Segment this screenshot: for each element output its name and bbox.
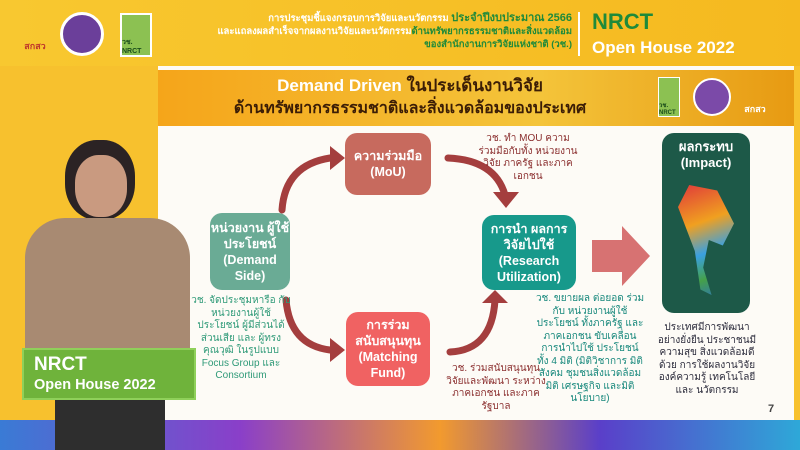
presenter-face — [75, 155, 127, 217]
lower-third-banner: NRCT Open House 2022 — [22, 348, 196, 400]
arrowhead — [482, 290, 508, 303]
matching-fund-label: การร่วม สนับสนุนทุน (Matching Fund) — [355, 318, 421, 380]
header-divider — [578, 12, 580, 56]
slide-title: Demand Driven ในประเด็นงานวิจัย ด้านทรัพ… — [200, 74, 620, 120]
arrow-demand-to-matching — [282, 296, 334, 354]
event-brand: NRCT Open House 2022 — [592, 10, 735, 60]
header-line2: และแถลงผลสำเร็จจากผลงานวิจัยและนวัตกรรม — [217, 26, 412, 37]
nrct-logo: วช. NRCT — [120, 13, 152, 57]
slide-header — [158, 70, 794, 126]
slide-tsri-logo-text: สกสว — [744, 104, 766, 114]
slide-tsri-logo: สกสว — [740, 78, 770, 116]
event-subtitle: Open House 2022 — [592, 38, 735, 57]
impact-note: ประเทศมีการพัฒนา อย่างยั่งยืน ประชาชนมีค… — [657, 322, 757, 396]
presenter — [20, 140, 200, 450]
tsri-logo-text: สกสว — [24, 41, 46, 51]
arrow-mou-to-utilization — [444, 154, 509, 199]
utilization-note: วช. ขยายผล ต่อยอด ร่วมกับ หน่วยงานผู้ใช้… — [535, 293, 645, 404]
slide-page-number: 7 — [768, 403, 775, 415]
slide-title-en: Demand Driven — [277, 76, 402, 95]
slide-title-th1: ในประเด็นงานวิจัย — [401, 76, 543, 95]
matching-note: วช. ร่วมสนับสนุนทุน วิจัยและพัฒนา ระหว่า… — [446, 363, 546, 412]
demand-side-box: หน่วยงาน ผู้ใช้ประโยชน์ (Demand Side) — [210, 213, 290, 290]
research-utilization-label: การนำ ผลการวิจัยไปใช้ (Research Utilizat… — [490, 221, 568, 284]
nrct-logo-text: วช. NRCT — [122, 39, 142, 55]
header-topic: ด้านทรัพยากรธรรมชาติและสิ่งแวดล้อม — [411, 26, 573, 37]
lower-third-subtitle: Open House 2022 — [34, 377, 156, 393]
slide-ministry-seal — [693, 78, 731, 116]
mou-box: ความร่วมมือ (MoU) — [345, 133, 431, 195]
event-title: NRCT — [592, 9, 654, 34]
matching-fund-box: การร่วม สนับสนุนทุน (Matching Fund) — [346, 312, 430, 386]
lower-third-title: NRCT — [34, 354, 87, 375]
ministry-seal — [60, 12, 104, 56]
arrowhead — [330, 146, 345, 170]
event-description: การประชุมชี้แจงกรอบการวิจัยและนวัตกรรม ป… — [217, 12, 572, 51]
demand-note: วช. จัดประชุมหารือ กับหน่วยงานผู้ใช้ ประ… — [191, 295, 291, 381]
mou-note: วช. ทำ MOU ความร่วมมือกับทั้ง หน่วยงานวิ… — [478, 133, 578, 182]
header-line3: ของสำนักงานการวิจัยแห่งชาติ (วช.) — [424, 39, 572, 50]
big-arrow-to-impact — [592, 226, 650, 286]
demand-side-label: หน่วยงาน ผู้ใช้ประโยชน์ (Demand Side) — [210, 220, 290, 283]
slide-nrct-logo: วช. NRCT — [658, 77, 680, 117]
arrow-matching-to-utilization — [446, 296, 499, 356]
arrowhead — [493, 192, 519, 208]
slide-nrct-logo-text: วช. NRCT — [659, 103, 676, 116]
header-fiscal-year: ประจำปีงบประมาณ 2566 — [451, 12, 572, 24]
impact-label: ผลกระทบ (Impact) — [678, 139, 734, 170]
header-line1: การประชุมชี้แจงกรอบการวิจัยและนวัตกรรม — [268, 13, 452, 24]
slide-title-th2: ด้านทรัพยากรธรรมชาติและสิ่งแวดล้อมของประ… — [233, 100, 587, 117]
research-utilization-box: การนำ ผลการวิจัยไปใช้ (Research Utilizat… — [482, 215, 576, 290]
presenter-jacket — [25, 218, 190, 358]
tsri-logo: สกสว — [20, 12, 50, 54]
arrowhead — [330, 338, 345, 362]
mou-label: ความร่วมมือ (MoU) — [353, 149, 423, 179]
arrow-demand-to-mou — [278, 154, 334, 214]
